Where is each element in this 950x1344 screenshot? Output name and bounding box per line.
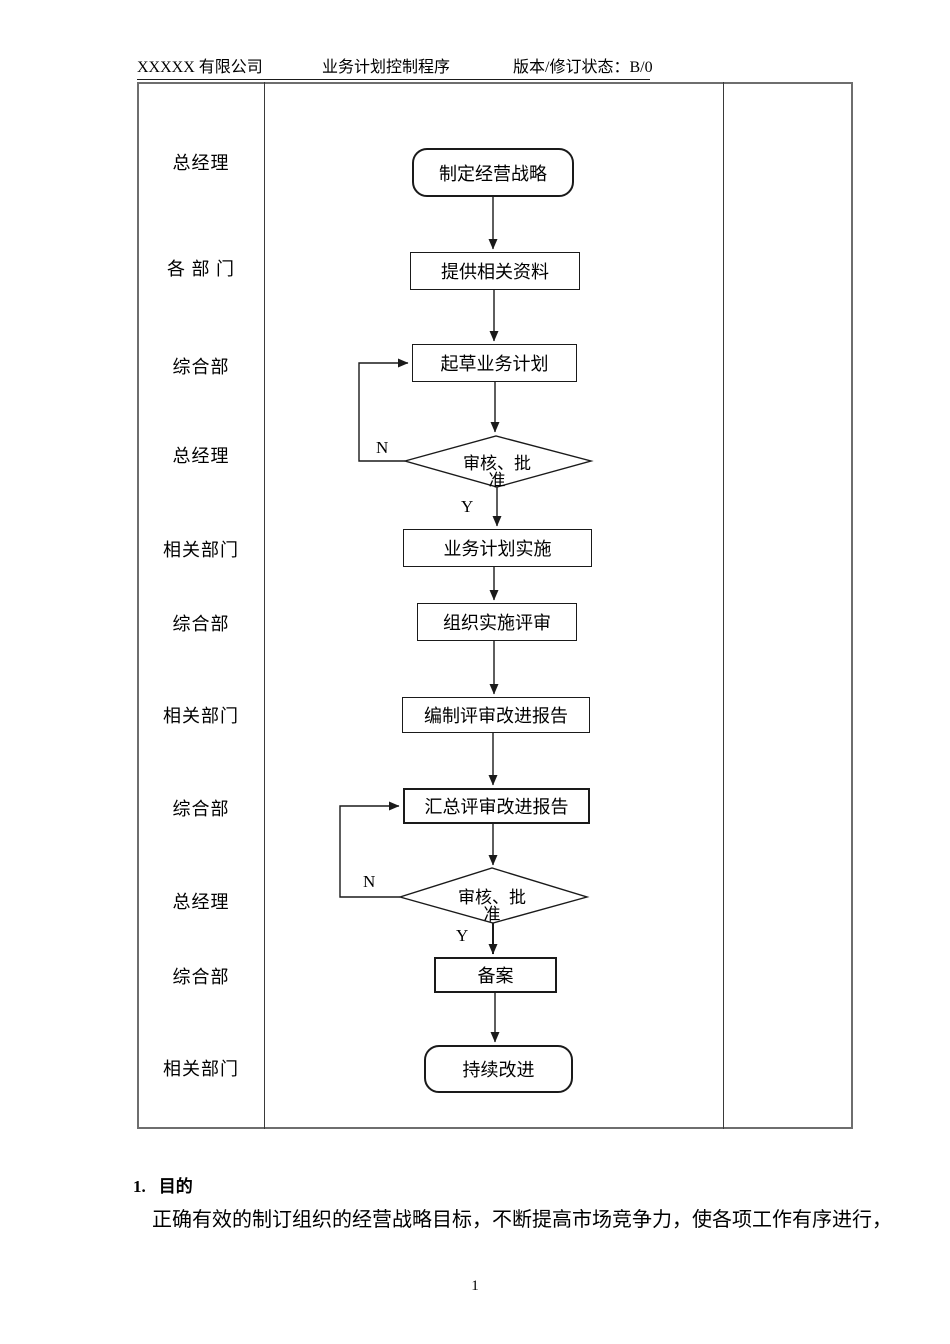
table-divider-roles <box>264 82 265 1129</box>
node-prepare-report: 编制评审改进报告 <box>402 697 590 733</box>
role-label: 各 部 门 <box>167 259 235 279</box>
branch-no-label-2: N <box>363 872 376 891</box>
decision2-label: 审核、批 准 <box>422 889 562 923</box>
role-label: 综合部 <box>172 614 230 634</box>
section-heading: 1. 目的 <box>133 1172 193 1197</box>
node-draft-plan: 起草业务计划 <box>412 344 577 382</box>
decision2-line2: 准 <box>483 905 501 924</box>
page-header: XXXXX 有限公司 业务计划控制程序 版本/修订状态：B/0 <box>137 54 653 80</box>
role-label: 综合部 <box>172 357 230 377</box>
section-number: 1. <box>133 1177 146 1196</box>
branch-yes-label-2: Y <box>456 926 469 945</box>
node-implement: 业务计划实施 <box>403 529 592 567</box>
decision-diamond-review2 <box>397 867 590 924</box>
decision1-label: 审核、批 准 <box>427 455 567 489</box>
node-summarize-report: 汇总评审改进报告 <box>403 788 590 824</box>
decision1-line1: 审核、批 <box>463 454 531 473</box>
role-label: 综合部 <box>172 799 230 819</box>
role-label: 相关部门 <box>163 540 239 560</box>
decision1-line2: 准 <box>488 471 506 490</box>
header-revision-status: 版本/修订状态：B/0 <box>513 59 653 76</box>
role-label: 总经理 <box>172 892 230 912</box>
decision2-line1: 审核、批 <box>458 888 526 907</box>
role-label: 总经理 <box>172 446 230 466</box>
header-doc-title: 业务计划控制程序 <box>322 59 451 76</box>
role-label: 相关部门 <box>163 706 239 726</box>
header-company: XXXXX 有限公司 <box>137 59 263 76</box>
role-label: 综合部 <box>172 967 230 987</box>
branch-no-label-1: N <box>376 438 389 457</box>
section-title: 目的 <box>158 1177 193 1196</box>
node-start: 制定经营战略 <box>412 148 574 197</box>
node-end: 持续改进 <box>424 1045 573 1093</box>
loop-review2-no <box>339 801 400 898</box>
loop-review1-no <box>358 358 409 462</box>
branch-yes-label-1: Y <box>461 497 474 516</box>
role-label: 总经理 <box>172 153 230 173</box>
decision-diamond-review1 <box>402 435 594 488</box>
page-number: 1 <box>471 1278 479 1294</box>
section-body-text: 正确有效的制订组织的经营战略目标，不断提高市场竞争力，使各项工作有序进行， <box>152 1209 892 1231</box>
node-organize-review: 组织实施评审 <box>417 603 577 641</box>
table-divider-right <box>723 82 724 1129</box>
role-label: 相关部门 <box>163 1059 239 1079</box>
node-provide-info: 提供相关资料 <box>410 252 580 290</box>
node-file-record: 备案 <box>434 957 557 993</box>
